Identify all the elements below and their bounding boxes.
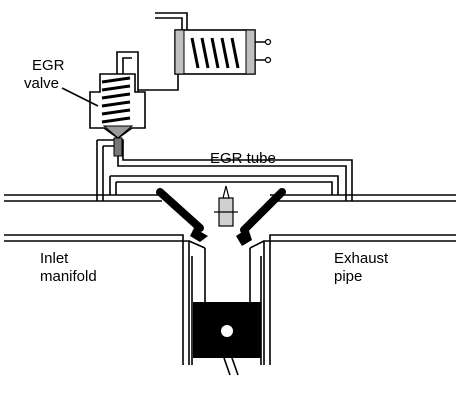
egr-solenoid [174, 29, 272, 75]
piston [193, 302, 261, 376]
spark-plug [214, 185, 238, 227]
inlet-valve [156, 188, 208, 242]
vacuum-line [116, 12, 188, 92]
egr-tube [96, 139, 353, 201]
egr-valve-leader [61, 87, 99, 107]
egr-valve-label-line2: valve [24, 75, 59, 92]
egr-tube-label: EGR tube [210, 150, 276, 167]
manifold-walls [4, 194, 456, 365]
exhaust-valve [236, 188, 286, 246]
inlet-manifold-label-line2: manifold [40, 268, 97, 285]
egr-valve [89, 73, 146, 157]
exhaust-pipe-label-line2: pipe [334, 268, 362, 285]
egr-valve-label-line1: EGR [32, 57, 65, 74]
inlet-manifold-label-line1: Inlet [40, 250, 69, 267]
exhaust-pipe-label-line1: Exhaust [334, 250, 389, 267]
